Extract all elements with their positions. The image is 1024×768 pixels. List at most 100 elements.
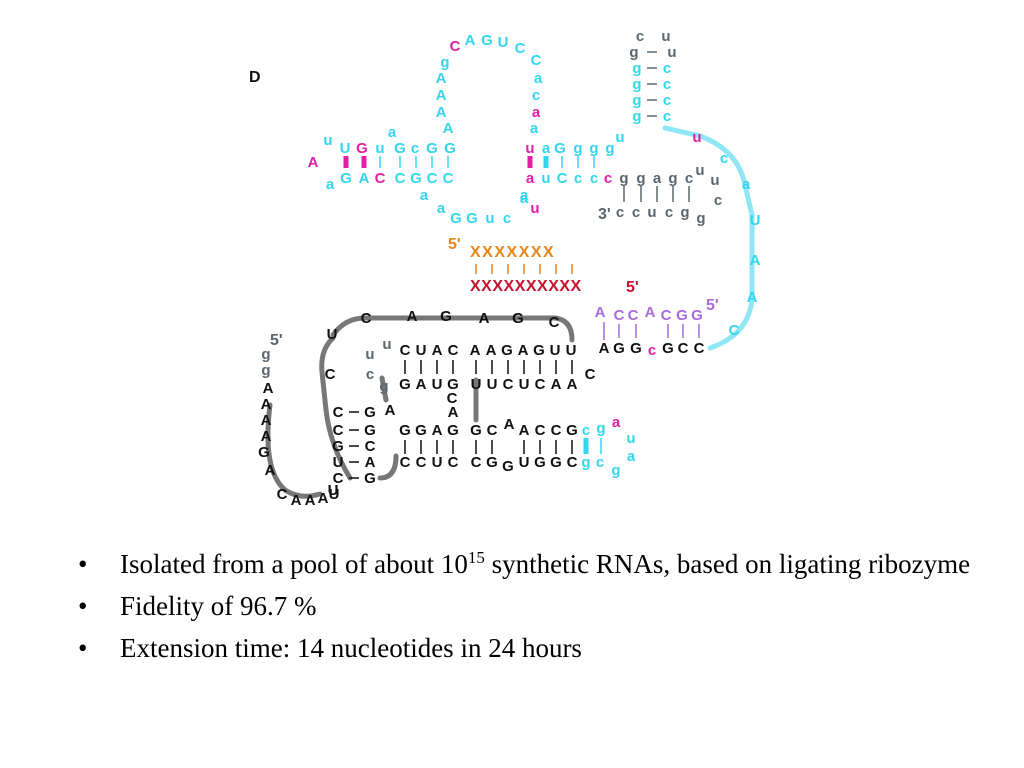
nucleotide: u bbox=[541, 170, 550, 187]
nucleotide: U bbox=[750, 212, 761, 229]
nucleotide: A bbox=[595, 304, 606, 321]
nucleotide: g bbox=[632, 92, 641, 109]
nucleotide: u bbox=[375, 140, 384, 157]
nucleotide: g bbox=[573, 140, 582, 157]
nucleotide: g bbox=[619, 170, 628, 187]
nucleotide: g bbox=[668, 170, 677, 187]
nucleotide: c bbox=[574, 170, 582, 187]
nucleotide: C bbox=[471, 454, 482, 471]
nucleotide: G bbox=[364, 404, 376, 421]
nucleotide: G bbox=[356, 140, 368, 157]
nucleotide: A bbox=[551, 376, 562, 393]
nucleotide: A bbox=[443, 120, 454, 137]
nucleotide: C bbox=[614, 307, 625, 324]
nucleotide: G bbox=[630, 340, 642, 357]
nucleotide: G bbox=[550, 454, 562, 471]
nucleotide: g bbox=[632, 60, 641, 77]
nucleotide: A bbox=[305, 492, 316, 509]
backbone-cyan-right bbox=[662, 125, 755, 351]
nucleotide: G bbox=[364, 422, 376, 439]
nucleotide: C bbox=[694, 340, 705, 357]
nucleotide: U bbox=[519, 454, 530, 471]
nucleotide: A bbox=[407, 308, 418, 325]
nucleotide: C bbox=[515, 40, 526, 57]
bullet-item: • Extension time: 14 nucleotides in 24 h… bbox=[78, 628, 978, 668]
nucleotide: g bbox=[696, 210, 705, 227]
bullet-text: Extension time: 14 nucleotides in 24 hou… bbox=[120, 633, 582, 663]
nucleotide: G bbox=[410, 170, 422, 187]
nucleotide: C bbox=[333, 404, 344, 421]
nucleotide: A bbox=[518, 342, 529, 359]
nucleotide: A bbox=[567, 376, 578, 393]
bullet-text: Fidelity of 96.7 % bbox=[120, 591, 317, 621]
nucleotide: A bbox=[448, 404, 459, 421]
nucleotide: G bbox=[691, 307, 703, 324]
three-prime-label: 3' bbox=[598, 206, 611, 223]
nucleotide: C bbox=[531, 52, 542, 69]
nucleotide: U bbox=[328, 482, 339, 499]
backbone-lines bbox=[265, 125, 755, 499]
nucleotide: C bbox=[416, 454, 427, 471]
nucleotide: g bbox=[379, 378, 388, 395]
nucleotide: a bbox=[420, 187, 429, 204]
nucleotide: C bbox=[447, 390, 458, 407]
nucleotide: C bbox=[448, 342, 459, 359]
nucleotide: g bbox=[581, 454, 590, 471]
nucleotide: G bbox=[481, 32, 493, 49]
nucleotide: u bbox=[615, 129, 624, 146]
nucleotide: A bbox=[436, 87, 447, 104]
nucleotide: C bbox=[487, 422, 498, 439]
nucleotide: U bbox=[550, 342, 561, 359]
nucleotide: A bbox=[291, 492, 302, 509]
nucleotide: c bbox=[596, 454, 604, 471]
nucleotide: A bbox=[645, 304, 656, 321]
nucleotide: C bbox=[450, 38, 461, 55]
nucleotide: G bbox=[415, 422, 427, 439]
nucleotide: g bbox=[680, 204, 689, 221]
nucleotide: g bbox=[629, 44, 638, 61]
nucleotide: c bbox=[411, 140, 419, 157]
nucleotide: C bbox=[535, 376, 546, 393]
nucleotide: G bbox=[399, 422, 411, 439]
nucleotide: A bbox=[265, 462, 276, 479]
bullet-text-continued: synthetic RNAs, based on ligating ribozy… bbox=[484, 549, 971, 579]
nucleotide: g bbox=[632, 76, 641, 93]
nucleotide: A bbox=[385, 402, 396, 419]
nucleotide: G bbox=[450, 210, 462, 227]
nucleotide: a bbox=[530, 120, 539, 137]
nucleotide: C bbox=[361, 310, 372, 327]
nucleotide: c bbox=[632, 204, 640, 221]
template-lower: XXXXXXXXXX bbox=[470, 278, 582, 295]
nucleotide: G bbox=[534, 454, 546, 471]
nucleotide: A bbox=[436, 70, 447, 87]
nucleotide: c bbox=[636, 28, 644, 45]
nucleotide: c bbox=[604, 170, 612, 187]
base-pair-marks bbox=[343, 51, 700, 479]
nucleotide: a bbox=[326, 176, 335, 193]
nucleotide: C bbox=[535, 422, 546, 439]
nucleotide: g bbox=[589, 140, 598, 157]
nucleotide: A bbox=[519, 422, 530, 439]
nucleotide: U bbox=[327, 326, 338, 343]
nucleotide: U bbox=[432, 454, 443, 471]
nucleotide: C bbox=[443, 170, 454, 187]
nucleotide: U bbox=[416, 342, 427, 359]
nucleotide: C bbox=[400, 342, 411, 359]
nucleotide: C bbox=[661, 307, 672, 324]
nucleotide: c bbox=[685, 170, 693, 187]
five-prime-red-label: 5' bbox=[626, 279, 639, 296]
nucleotide: A bbox=[359, 170, 370, 187]
bullet-text: Isolated from a pool of about 10 bbox=[120, 549, 468, 579]
nucleotide: g bbox=[611, 462, 620, 479]
nucleotide: c bbox=[665, 204, 673, 221]
nucleotide: c bbox=[532, 87, 540, 104]
nucleotide: u bbox=[661, 28, 670, 45]
nucleotide: U bbox=[333, 454, 344, 471]
nucleotide: C bbox=[427, 170, 438, 187]
nucleotide: U bbox=[340, 140, 351, 157]
nucleotide: A bbox=[308, 154, 319, 171]
panel-label: D bbox=[249, 69, 261, 86]
bullet-symbol: • bbox=[78, 633, 88, 663]
nucleotide: g bbox=[440, 54, 449, 71]
